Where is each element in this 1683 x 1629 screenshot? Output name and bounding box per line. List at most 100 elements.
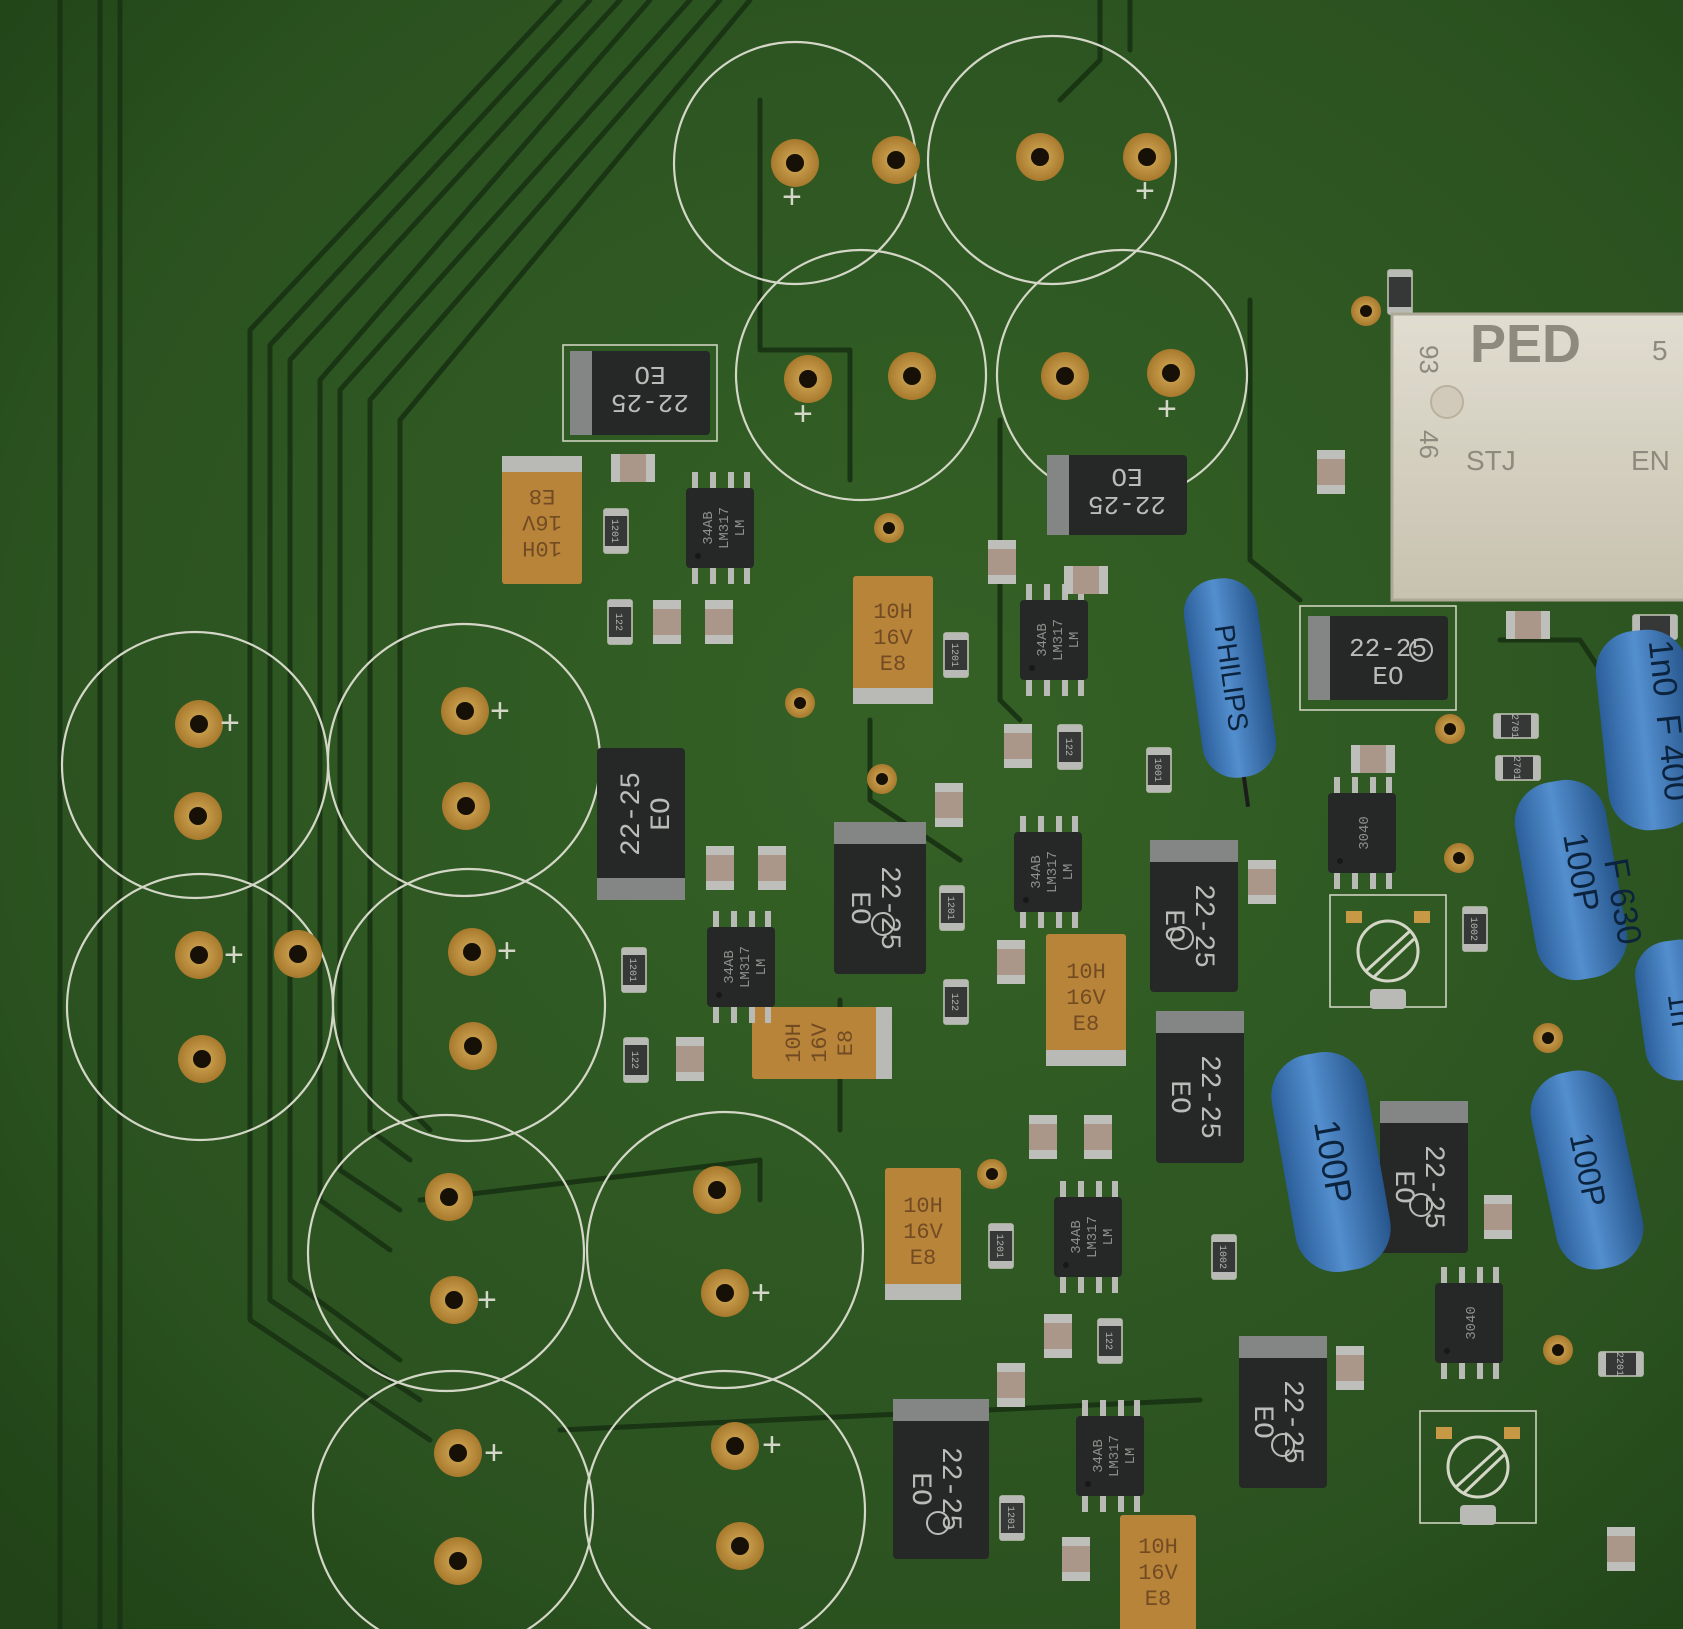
svg-text:22-25: 22-25 — [1193, 1055, 1224, 1139]
regulator-ics: 34AB LM317 LM 34AB LM317 LM 34AB LM317 L… — [686, 472, 1503, 1512]
svg-text:EO: EO — [1163, 1080, 1194, 1114]
svg-text:10H: 10H — [522, 535, 562, 560]
polarity-plus-icon: + — [793, 395, 813, 433]
polarity-plus-icon: + — [220, 704, 240, 742]
svg-text:22-25: 22-25 — [611, 387, 689, 417]
svg-text:1n0: 1n0 — [1641, 638, 1683, 698]
svg-text:34AB: 34AB — [1029, 855, 1045, 889]
svg-text:LM: LM — [1067, 632, 1083, 649]
svg-text:E8: E8 — [1073, 1012, 1099, 1037]
svg-text:LM317: LM317 — [1107, 1435, 1123, 1477]
relay: PED 93 5 46 STJ EN — [1390, 312, 1683, 602]
polarity-plus-icon: + — [497, 932, 517, 970]
svg-text:122: 122 — [1062, 738, 1073, 756]
svg-text:1002: 1002 — [1216, 1245, 1227, 1269]
svg-text:16V: 16V — [808, 1022, 833, 1062]
polarity-plus-icon: + — [484, 1434, 504, 1472]
polarity-plus-icon: + — [1157, 390, 1177, 428]
polarity-plus-icon: + — [762, 1426, 782, 1464]
trimmer-potentiometer-icon — [1329, 894, 1447, 1009]
svg-text:E8: E8 — [910, 1246, 936, 1271]
svg-text:LM: LM — [754, 959, 770, 976]
trimmer-potentiometers — [1329, 894, 1537, 1525]
svg-text:LM317: LM317 — [717, 507, 733, 549]
svg-text:5: 5 — [1652, 335, 1668, 366]
svg-text:1201: 1201 — [626, 958, 637, 982]
svg-text:LM: LM — [1101, 1229, 1117, 1246]
trimmer-potentiometer-icon — [1419, 1410, 1537, 1525]
svg-text:22-25: 22-25 — [1187, 884, 1218, 968]
svg-text:1201: 1201 — [948, 643, 959, 667]
svg-text:34AB: 34AB — [1035, 623, 1051, 657]
svg-text:122: 122 — [948, 993, 959, 1011]
svg-text:2201: 2201 — [1613, 1352, 1624, 1376]
svg-text:E8: E8 — [880, 652, 906, 677]
svg-text:3040: 3040 — [1357, 816, 1373, 850]
svg-text:STJ: STJ — [1466, 445, 1516, 476]
svg-text:1201: 1201 — [944, 896, 955, 920]
svg-text:22-25: 22-25 — [934, 1447, 965, 1531]
svg-text:22-25: 22-25 — [1088, 489, 1166, 519]
svg-text:EO: EO — [843, 891, 874, 925]
svg-text:16V: 16V — [903, 1220, 943, 1245]
svg-text:PED: PED — [1470, 314, 1581, 374]
svg-text:122: 122 — [1102, 1332, 1113, 1350]
tantalum-capacitors-black: 22-25 EO 22-25 EO 22-25 EO 22-25 EO 22-2… — [562, 344, 1468, 1559]
svg-text:1201: 1201 — [608, 519, 619, 543]
film-capacitors: PHILIPS 100P F 630 1n0 F 400 100P 1n 100… — [1183, 578, 1683, 1273]
polarity-plus-icon: + — [751, 1274, 771, 1312]
svg-text:10H: 10H — [1138, 1535, 1178, 1560]
polarity-plus-icon: + — [782, 178, 802, 216]
svg-text:LM317: LM317 — [738, 946, 754, 988]
svg-text:16V: 16V — [1138, 1561, 1178, 1586]
svg-text:LM317: LM317 — [1051, 619, 1067, 661]
svg-text:EO: EO — [904, 1472, 935, 1506]
svg-text:EO: EO — [634, 359, 665, 389]
svg-text:EO: EO — [1111, 461, 1142, 491]
svg-text:93: 93 — [1414, 345, 1444, 374]
svg-text:1001: 1001 — [1151, 758, 1162, 782]
svg-text:E8: E8 — [834, 1030, 859, 1056]
svg-text:1201: 1201 — [1004, 1506, 1015, 1530]
svg-text:34AB: 34AB — [722, 950, 738, 984]
svg-text:22-25: 22-25 — [1276, 1380, 1307, 1464]
svg-text:1n: 1n — [1661, 991, 1683, 1029]
polarity-plus-icon: + — [224, 936, 244, 974]
svg-text:34AB: 34AB — [1091, 1439, 1107, 1473]
svg-text:10H: 10H — [782, 1023, 807, 1063]
svg-text:EO: EO — [1157, 909, 1188, 943]
svg-text:EN: EN — [1631, 445, 1670, 476]
svg-text:2701: 2701 — [1510, 756, 1521, 780]
polarity-plus-icon: + — [490, 692, 510, 730]
svg-text:1201: 1201 — [993, 1234, 1004, 1258]
polarity-marks: + + + + + + + + + + + + — [220, 172, 1177, 1472]
tantalum-circle-marks — [871, 638, 1433, 1535]
svg-text:16V: 16V — [873, 626, 913, 651]
svg-text:122: 122 — [612, 613, 623, 631]
svg-text:22-25: 22-25 — [617, 772, 648, 856]
svg-text:EO: EO — [1372, 662, 1403, 692]
polarity-plus-icon: + — [477, 1281, 497, 1319]
svg-text:LM: LM — [1123, 1448, 1139, 1465]
svg-text:16V: 16V — [1066, 986, 1106, 1011]
polarity-plus-icon: + — [1135, 172, 1155, 210]
svg-text:10H: 10H — [1066, 960, 1106, 985]
svg-text:LM317: LM317 — [1085, 1216, 1101, 1258]
svg-text:2701: 2701 — [1508, 714, 1519, 738]
svg-text:E8: E8 — [1145, 1587, 1171, 1612]
svg-text:16V: 16V — [521, 509, 561, 534]
svg-text:LM: LM — [733, 520, 749, 537]
svg-text:1002: 1002 — [1467, 917, 1478, 941]
svg-text:E8: E8 — [529, 483, 555, 508]
svg-text:3040: 3040 — [1464, 1306, 1480, 1340]
svg-text:LM317: LM317 — [1045, 851, 1061, 893]
svg-text:10H: 10H — [903, 1194, 943, 1219]
svg-text:34AB: 34AB — [1069, 1220, 1085, 1254]
svg-text:122: 122 — [628, 1051, 639, 1069]
svg-text:10H: 10H — [873, 600, 913, 625]
svg-text:EO: EO — [647, 797, 678, 831]
tantalum-capacitors-orange: 10H 16V E8 10H 16V E8 10H 16V E8 10H 16V… — [502, 456, 1196, 1629]
svg-text:34AB: 34AB — [701, 511, 717, 545]
